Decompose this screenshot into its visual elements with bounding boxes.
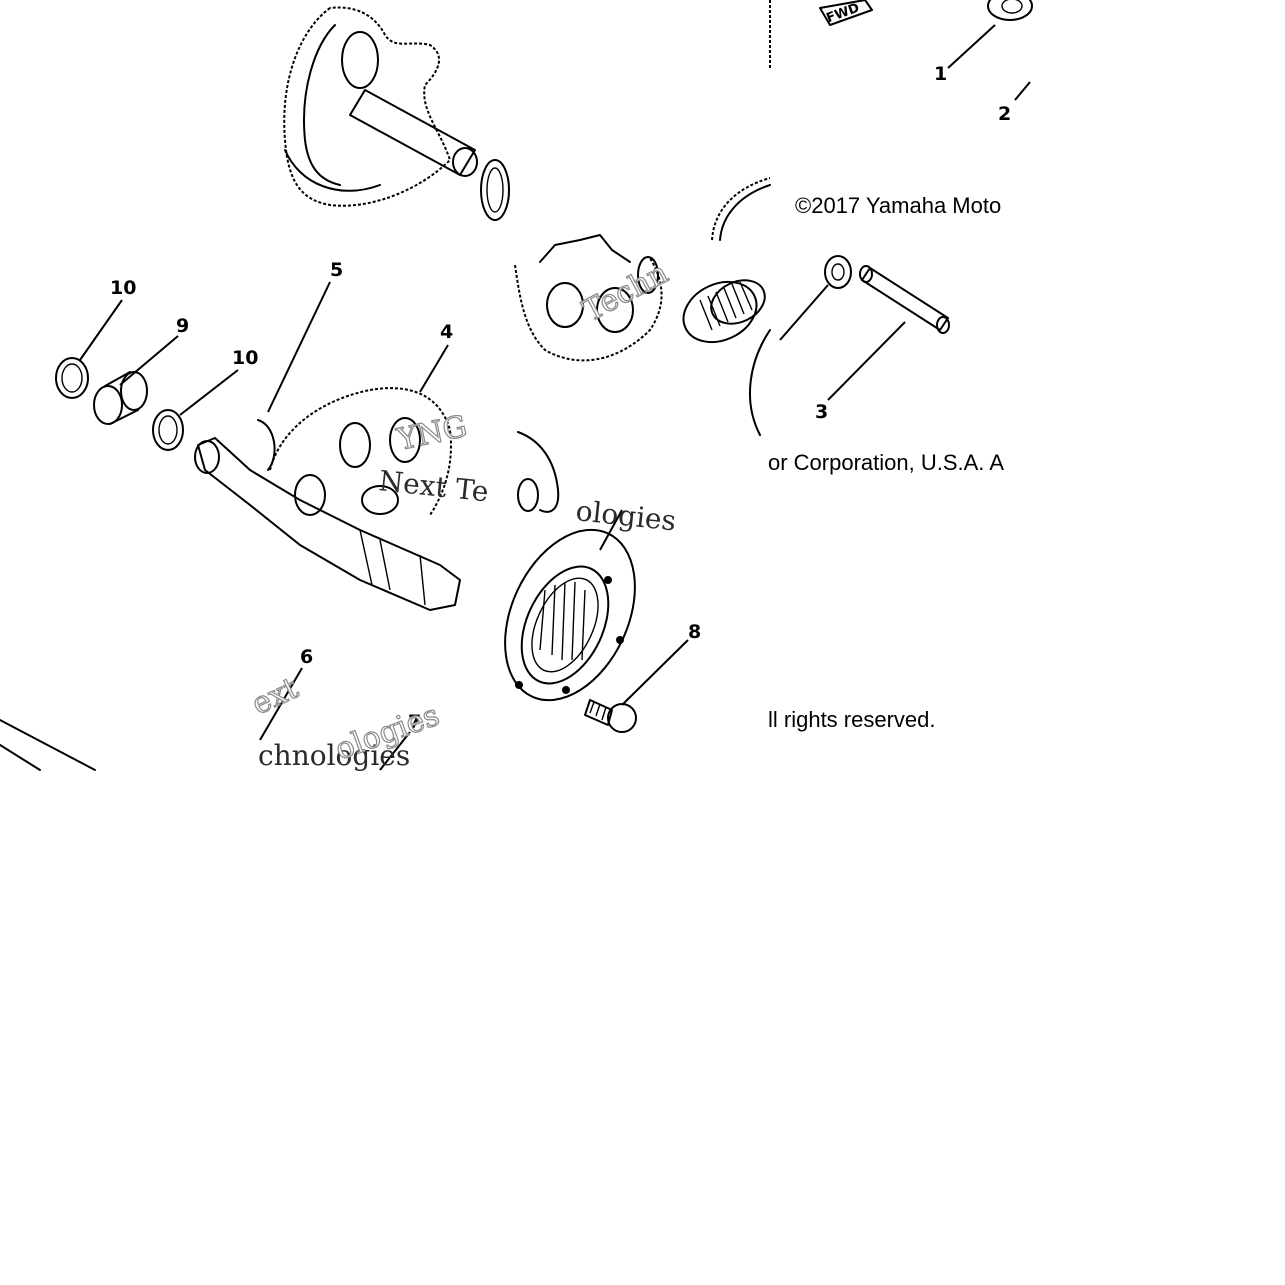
callout-10a: 10 xyxy=(110,277,136,299)
leader-1 xyxy=(947,24,996,69)
leader-10a xyxy=(79,299,123,361)
leader-5 xyxy=(267,281,331,413)
watermark-6: Techn xyxy=(577,255,674,329)
callout-6: 6 xyxy=(300,646,313,668)
callout-7: 7 xyxy=(408,711,421,733)
kick-crank xyxy=(283,6,510,221)
pin xyxy=(859,265,950,334)
collar-9 xyxy=(93,371,148,425)
kick-gear xyxy=(269,387,452,516)
fwd-arrow: FWD xyxy=(819,0,873,26)
leader-6 xyxy=(259,667,303,741)
copyright-line-1: ©2017 Yamaha Moto xyxy=(795,193,1001,218)
watermark-1: Next Te xyxy=(377,464,490,508)
callout-9: 9 xyxy=(176,315,189,337)
callout-3: 3 xyxy=(815,401,828,423)
driven-gear xyxy=(514,234,663,362)
bolt-8 xyxy=(584,699,637,733)
callout-1: 1 xyxy=(934,63,947,85)
watermark-4: chnologies xyxy=(258,739,410,772)
needle-bearing xyxy=(682,279,766,344)
leader-7 xyxy=(379,731,411,771)
leader-10b xyxy=(179,369,239,416)
ratchet xyxy=(517,431,560,513)
circlip-10-left xyxy=(55,357,89,399)
callout-8: 8 xyxy=(688,621,701,643)
callout-5: 5 xyxy=(330,259,343,281)
callout-2: 2 xyxy=(998,103,1011,125)
leader-8 xyxy=(621,639,689,706)
watermark-7: YNG xyxy=(393,409,470,458)
callout-10b: 10 xyxy=(232,347,258,369)
spring-5 xyxy=(257,419,276,471)
callout-4: 4 xyxy=(440,321,453,343)
leader-washer xyxy=(779,284,829,341)
gear-edge-top xyxy=(711,177,771,241)
watermark-2: ologies xyxy=(574,494,677,537)
copyright-line-3: ll rights reserved. xyxy=(768,707,936,732)
leader-3 xyxy=(827,321,906,401)
copyright-line-2: or Corporation, U.S.A. A xyxy=(768,450,1004,475)
circlip-10-right xyxy=(152,409,184,451)
washer-1 xyxy=(987,0,1033,21)
shaft-washer xyxy=(749,255,852,436)
leader-9 xyxy=(119,335,179,386)
leader-2 xyxy=(1014,81,1031,101)
one-way-clutch xyxy=(504,528,636,702)
leader-clutch xyxy=(599,509,623,551)
leader-4 xyxy=(419,344,449,393)
kick-shaft xyxy=(194,437,461,611)
